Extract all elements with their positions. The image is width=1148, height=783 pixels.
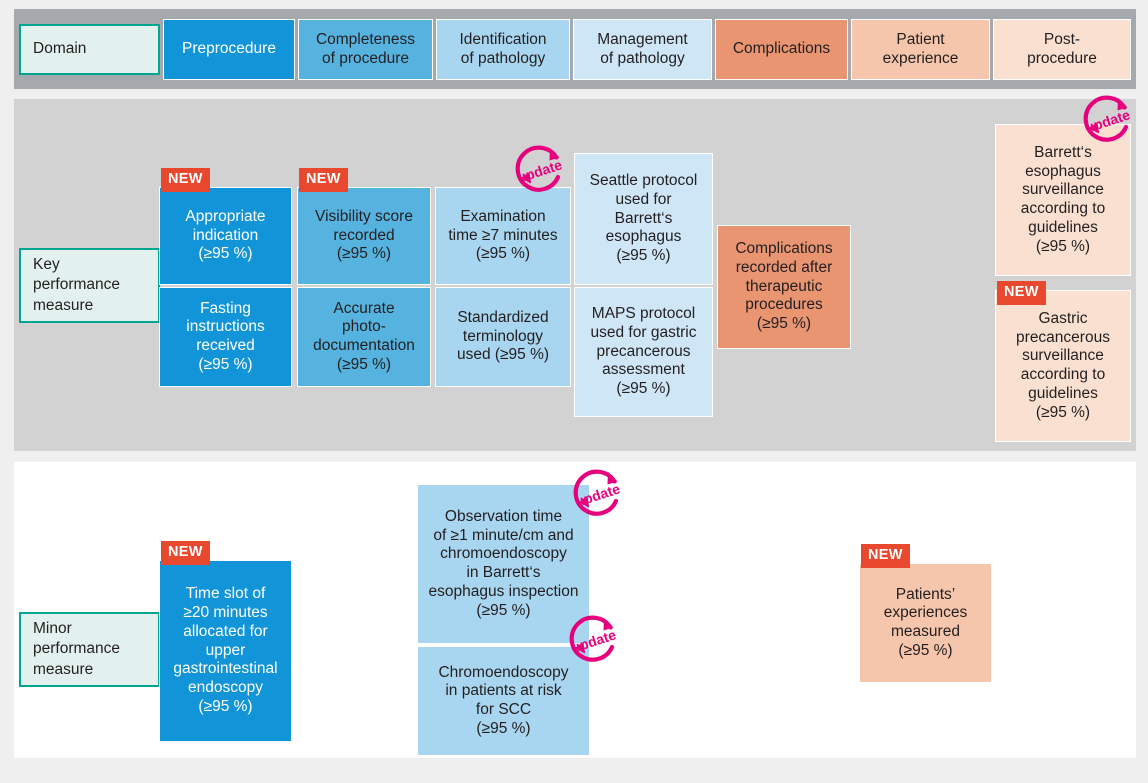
domain-header-preprocedure: Preprocedure [163,19,295,80]
kpm-accurate-photodocumentation: Accurate photo- documentation (≥95 %) [297,287,431,387]
kpm-visibility-score: Visibility score recorded (≥95 %) [297,187,431,285]
new-badge-gastric-surveillance: NEW [997,281,1046,305]
kpm-barretts-surveillance: Barrett‘s esophagus surveillance accordi… [995,124,1131,276]
kpm-appropriate-indication: Appropriate indication (≥95 %) [159,187,292,285]
domain-header-complications: Complications [715,19,848,80]
new-badge-time-slot: NEW [161,541,210,565]
domain-header-management: Management of pathology [573,19,712,80]
kpm-gastric-surveillance: Gastric precancerous surveillance accord… [995,290,1131,442]
mpm-chromoendoscopy-scc: Chromoendoscopy in patients at risk for … [417,646,590,756]
new-badge-patients-experiences: NEW [861,544,910,568]
kpm-seattle-protocol: Seattle protocol used for Barrett‘s esop… [574,153,713,285]
kpm-examination-time: Examination time ≥7 minutes (≥95 %) [435,187,571,285]
new-badge-visibility-score: NEW [299,168,348,192]
kpm-fasting-instructions: Fasting instructions received (≥95 %) [159,287,292,387]
mpm-time-slot: Time slot of ≥20 minutes allocated for u… [159,560,292,742]
domain-header-patient-experience: Patient experience [851,19,990,80]
domain-header-identification: Identification of pathology [436,19,570,80]
mpm-patients-experiences: Patients’ experiences measured (≥95 %) [859,563,992,683]
domain-row-label: Domain [19,24,160,75]
kpm-row-label: Key performance measure [19,248,160,323]
mpm-observation-time: Observation time of ≥1 minute/cm and chr… [417,484,590,644]
kpm-maps-protocol: MAPS protocol used for gastric precancer… [574,287,713,417]
domain-header-postprocedure: Post- procedure [993,19,1131,80]
kpm-complications-recorded: Complications recorded after therapeutic… [717,225,851,349]
domain-header-completeness: Completeness of procedure [298,19,433,80]
new-badge-appropriate-indication: NEW [161,168,210,192]
kpm-standardized-terminology: Standardized terminology used (≥95 %) [435,287,571,387]
mpm-row-label: Minor performance measure [19,612,160,687]
